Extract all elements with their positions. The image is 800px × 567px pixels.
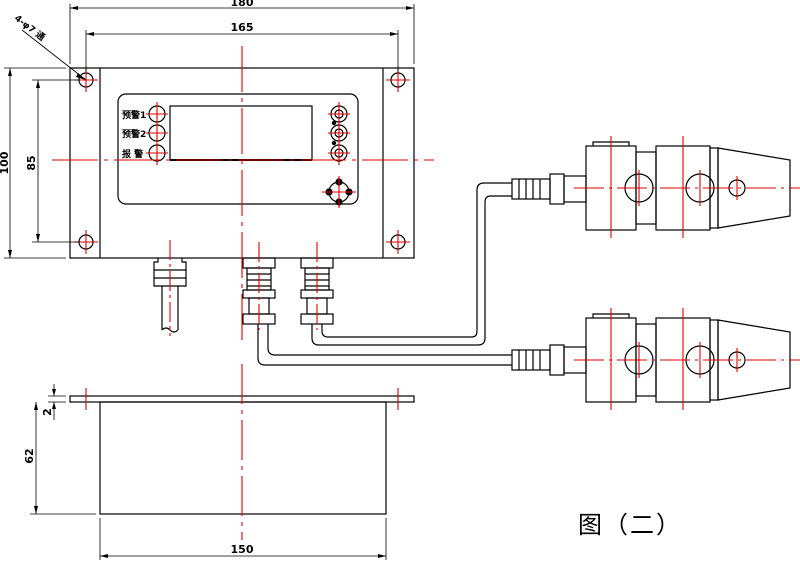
dimension-arrows: [8, 6, 414, 558]
dim-body-width: 150: [231, 543, 254, 556]
display-window: [169, 105, 313, 161]
probe-top-cable-gland: [511, 178, 551, 200]
dim-overall-height: 100: [0, 151, 11, 174]
probe-top-tip: [717, 147, 791, 229]
signal-cables: [257, 182, 512, 366]
dim-depth: 62: [23, 448, 36, 463]
label-pre-alarm-1: 预警1: [122, 109, 146, 121]
dimension-lines: [4, 4, 415, 560]
power-cable-break: [161, 327, 179, 333]
cable-gland: [153, 258, 187, 333]
cable-to-sensor-top-outer: [311, 195, 512, 346]
label-alarm: 报 警: [122, 148, 143, 160]
dim-mount-holes: 4-φ7 通: [12, 12, 47, 43]
leader-mount-holes: [21, 29, 87, 81]
side-body: [99, 401, 387, 515]
dim-overall-width: 180: [231, 0, 254, 9]
dim-hole-width: 165: [231, 21, 254, 34]
probe-top-nut: [549, 173, 565, 205]
probe-bottom-tip: [717, 319, 791, 401]
sensor-probe-bottom: [511, 313, 791, 403]
cable-to-sensor-bottom-inner: [267, 324, 512, 356]
centerlines: [52, 46, 800, 540]
dim-flange-thickness: 2: [41, 408, 54, 416]
probe-top-collar: [563, 175, 587, 203]
aviation-connectors: [242, 257, 334, 325]
figure-caption: 图（二）: [578, 511, 682, 539]
cable-to-sensor-bottom-outer: [257, 324, 512, 366]
label-pre-alarm-2: 预警2: [122, 128, 146, 140]
front-panel: [117, 93, 359, 205]
probe-bottom-cable-gland: [511, 349, 551, 371]
cable-to-sensor-top-inner: [321, 182, 512, 338]
indicator-dot-1: [331, 120, 337, 126]
probe-bottom-nut: [549, 344, 565, 376]
sensor-probe-top: [511, 141, 791, 231]
indicator-dot-2: [331, 140, 337, 146]
dim-hole-height: 85: [25, 155, 38, 170]
